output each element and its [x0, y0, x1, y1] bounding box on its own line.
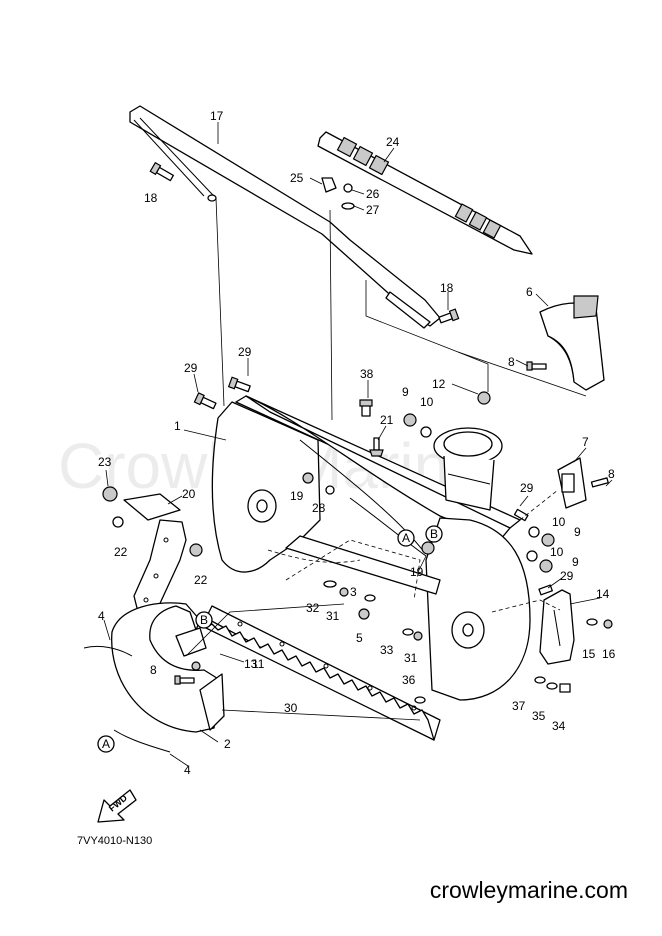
label-8b: 8: [608, 467, 615, 481]
label-32: 32: [306, 601, 320, 615]
label-21: 21: [380, 413, 394, 427]
label-10c: 10: [550, 545, 564, 559]
assembly-lines: [185, 197, 587, 721]
label-20: 20: [182, 487, 196, 501]
label-28: 28: [312, 501, 326, 515]
label-5: 5: [356, 631, 363, 645]
svg-text:B: B: [200, 613, 208, 627]
auger-housing-part: [211, 395, 531, 701]
label-29a: 29: [238, 345, 252, 359]
label-37: 37: [512, 699, 526, 713]
chute-deflector-part: [539, 295, 605, 391]
label-1: 1: [174, 419, 181, 433]
label-26: 26: [366, 187, 380, 201]
scraper-bar-part: [205, 605, 441, 741]
part-labels: 17 24 25 26 27 18 18 6 8 29 29 38 9 10 1…: [98, 109, 616, 777]
label-7: 7: [582, 435, 589, 449]
bracket-part: [557, 457, 587, 509]
callout-a-top: A: [397, 529, 415, 547]
label-31a: 31: [326, 609, 340, 623]
label-19b: 19: [410, 565, 424, 579]
label-30: 30: [284, 701, 298, 715]
left-bracket-part: [123, 493, 187, 613]
clamp-part: [321, 177, 355, 210]
label-6: 6: [526, 285, 533, 299]
label-9b: 9: [574, 525, 581, 539]
label-24: 24: [386, 135, 400, 149]
forward-arrow-icon: FWD: [97, 789, 137, 823]
label-19a: 19: [290, 489, 304, 503]
label-22b: 22: [194, 573, 208, 587]
label-14: 14: [596, 587, 610, 601]
label-10a: 10: [420, 395, 434, 409]
label-9c: 9: [572, 555, 579, 569]
label-29b: 29: [184, 361, 198, 375]
label-18a: 18: [144, 191, 158, 205]
label-17: 17: [210, 109, 224, 123]
label-15: 15: [582, 647, 596, 661]
handle-bar-part: [129, 105, 441, 329]
label-33: 33: [380, 643, 394, 657]
label-29d: 29: [560, 569, 574, 583]
label-10b: 10: [552, 515, 566, 529]
label-16: 16: [602, 647, 616, 661]
label-8c: 8: [150, 663, 157, 677]
label-18b: 18: [440, 281, 454, 295]
shaft-rod-part: [317, 131, 533, 255]
label-8a: 8: [508, 355, 515, 369]
svg-text:B: B: [430, 527, 438, 541]
auger-guard-part: [83, 602, 225, 753]
label-34: 34: [552, 719, 566, 733]
label-3: 3: [350, 585, 357, 599]
label-4b: 4: [184, 763, 191, 777]
svg-text:A: A: [402, 531, 410, 545]
fasteners: [102, 161, 613, 704]
label-25: 25: [290, 171, 304, 185]
skid-shoe-part: [539, 589, 575, 665]
label-36: 36: [402, 673, 416, 687]
diagram-code: 7VY4010-N130: [77, 835, 153, 847]
label-35: 35: [532, 709, 546, 723]
label-9a: 9: [402, 385, 409, 399]
label-12: 12: [432, 377, 446, 391]
label-13: 13: [244, 657, 258, 671]
label-2: 2: [224, 737, 231, 751]
label-23: 23: [98, 455, 112, 469]
brand-footer: crowleymarine.com: [429, 877, 628, 903]
callout-a-bottom: A: [97, 735, 115, 753]
label-29c: 29: [520, 481, 534, 495]
callout-b-bottom: B: [195, 611, 213, 629]
label-4a: 4: [98, 609, 105, 623]
callout-b-top: B: [425, 525, 443, 543]
label-38: 38: [360, 367, 374, 381]
label-31b: 31: [404, 651, 418, 665]
label-22a: 22: [114, 545, 128, 559]
label-11: 11: [252, 657, 265, 671]
label-27: 27: [366, 203, 380, 217]
leader-lines: [103, 122, 613, 767]
svg-text:A: A: [102, 737, 110, 751]
